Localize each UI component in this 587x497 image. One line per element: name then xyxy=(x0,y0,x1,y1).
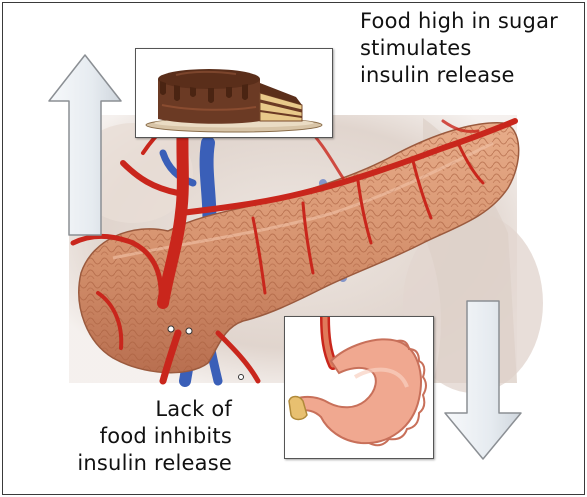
stomach-icon xyxy=(285,317,433,458)
sugar-caption-line1: Food high in sugar xyxy=(360,8,558,35)
cake-inset xyxy=(135,48,333,138)
fasting-caption: Lack of food inhibits insulin release xyxy=(77,396,232,477)
cake-icon xyxy=(136,49,332,137)
fasting-caption-line1: Lack of xyxy=(77,396,232,423)
sugar-caption-line2: stimulates xyxy=(360,35,558,62)
stomach-inset xyxy=(284,316,434,459)
fasting-caption-line3: insulin release xyxy=(77,450,232,477)
fasting-caption-line2: food inhibits xyxy=(77,423,232,450)
sugar-caption: Food high in sugar stimulates insulin re… xyxy=(360,8,558,89)
sugar-caption-line3: insulin release xyxy=(360,62,558,89)
